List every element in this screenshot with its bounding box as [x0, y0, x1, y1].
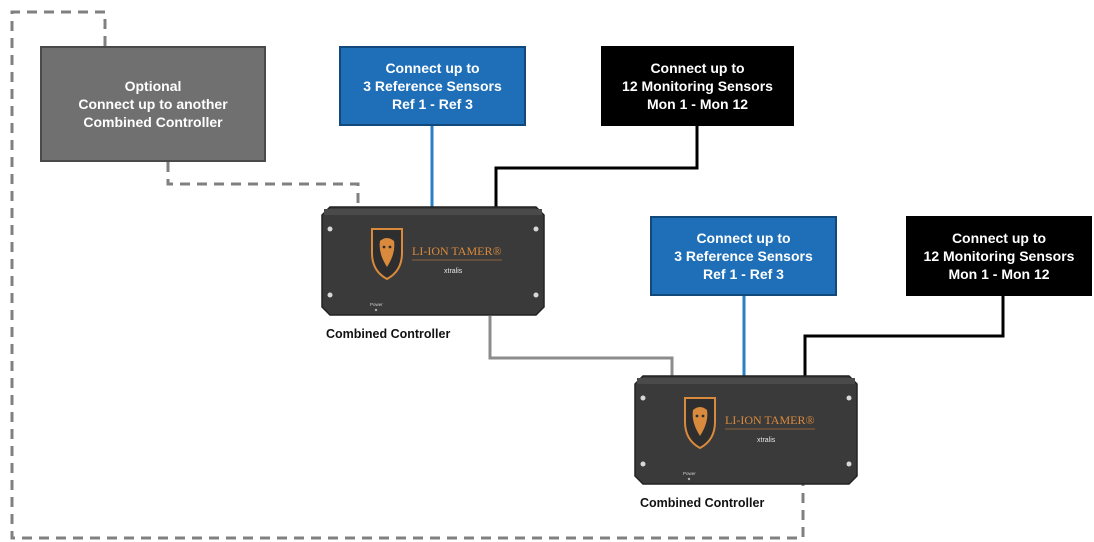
monitoring-wire-1: [494, 126, 699, 210]
brand-name-text: LI-ION TAMER®: [412, 244, 502, 258]
screw-icon: [846, 395, 852, 401]
monitoring-sensors-box-2: Connect up to 12 Monitoring Sensors Mon …: [906, 216, 1092, 296]
controller-link-wire: [488, 316, 674, 378]
controller-label-1: Combined Controller: [326, 327, 451, 341]
reference-sensors-box-1: Connect up to 3 Reference Sensors Ref 1 …: [339, 46, 526, 126]
xtralis-brand-text: xtralis: [444, 268, 463, 275]
dashed-loop-wire: [10, 10, 805, 540]
brand-name-text: LI-ION TAMER®: [725, 413, 815, 427]
ref-1-line-2: 3 Reference Sensors: [363, 78, 502, 94]
optional-line-2: Connect up to another: [78, 96, 228, 112]
screw-icon: [327, 226, 333, 232]
ref-1-line-3: Ref 1 - Ref 3: [392, 96, 473, 112]
screw-icon: [533, 292, 539, 298]
monitoring-wire-2: [803, 296, 1005, 378]
lion-shield-logo-icon: [684, 397, 716, 450]
mon-1-line-2: 12 Monitoring Sensors: [622, 78, 773, 94]
mon-1-line-3: Mon 1 - Mon 12: [646, 96, 749, 112]
screw-icon: [846, 461, 852, 467]
lion-shield-logo-icon: [371, 228, 403, 281]
combined-controller-1: LI-ION TAMER® xtralis Power: [321, 206, 545, 316]
screw-icon: [640, 395, 646, 401]
ref-2-line-1: Connect up to: [696, 230, 791, 246]
screw-icon: [640, 461, 646, 467]
combined-controller-2: LI-ION TAMER® xtralis Power: [634, 375, 858, 485]
ref-1-line-1: Connect up to: [385, 60, 480, 76]
screw-icon: [327, 292, 333, 298]
monitoring-sensors-box-1: Connect up to 12 Monitoring Sensors Mon …: [601, 46, 794, 126]
mon-2-line-2: 12 Monitoring Sensors: [923, 248, 1075, 264]
screw-icon: [533, 226, 539, 232]
optional-line-1: Optional: [124, 78, 182, 94]
ref-2-line-2: 3 Reference Sensors: [674, 248, 813, 264]
power-led-icon: [687, 477, 691, 481]
dashed-optional-wire: [166, 162, 360, 210]
optional-controller-box: Optional Connect up to another Combined …: [40, 46, 266, 162]
power-label: Power: [683, 471, 696, 476]
reference-sensors-box-2: Connect up to 3 Reference Sensors Ref 1 …: [650, 216, 837, 296]
optional-line-3: Combined Controller: [83, 114, 223, 130]
mon-2-line-1: Connect up to: [951, 230, 1047, 246]
power-label: Power: [370, 302, 383, 307]
ref-2-line-3: Ref 1 - Ref 3: [703, 266, 784, 282]
power-led-icon: [374, 308, 378, 312]
controller-label-2: Combined Controller: [640, 496, 765, 510]
mon-1-line-1: Connect up to: [650, 60, 745, 76]
mon-2-line-3: Mon 1 - Mon 12: [948, 266, 1050, 282]
xtralis-brand-text: xtralis: [757, 437, 776, 444]
